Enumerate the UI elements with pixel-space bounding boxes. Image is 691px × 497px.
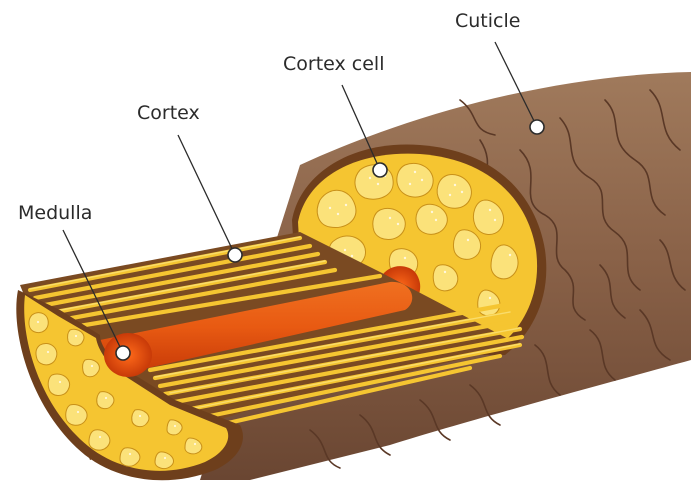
label-cuticle: Cuticle — [455, 12, 520, 31]
leader-line-cortex — [178, 135, 235, 255]
label-cortex: Cortex — [137, 104, 200, 123]
marker-dot-cortex-cell — [373, 163, 387, 177]
marker-dot-cuticle — [530, 120, 544, 134]
label-cortex-cell: Cortex cell — [283, 55, 385, 74]
marker-dot-medulla — [116, 346, 130, 360]
marker-dot-cortex — [228, 248, 242, 262]
label-medulla: Medulla — [18, 204, 92, 223]
